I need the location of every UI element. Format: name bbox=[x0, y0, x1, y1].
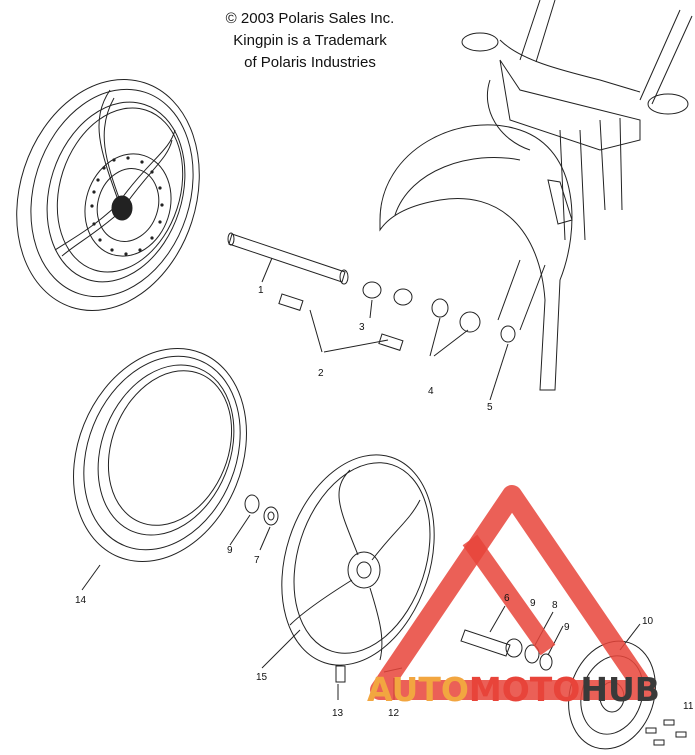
callout-2: 2 bbox=[318, 368, 324, 379]
callout-11: 11 bbox=[683, 701, 694, 712]
copyright-notice: © 2003 Polaris Sales Inc. Kingpin is a T… bbox=[160, 8, 460, 74]
callout-3: 3 bbox=[359, 322, 365, 333]
valve-stem-part-13 bbox=[335, 665, 346, 683]
nut-part-5 bbox=[500, 325, 516, 343]
leader-lines bbox=[81, 257, 641, 700]
bearings-parts-9-7 bbox=[244, 494, 279, 526]
watermark-triangle bbox=[370, 485, 655, 700]
callout-10: 10 bbox=[642, 616, 654, 627]
svg-text:AUTOMOTOHUB: AUTOMOTOHUB bbox=[367, 670, 660, 709]
callout-14: 14 bbox=[75, 595, 87, 606]
watermark-auto: AUTO bbox=[367, 670, 469, 709]
hub-parts-6-8-9 bbox=[460, 629, 553, 671]
fork-and-handlebar-assembly bbox=[461, 0, 693, 331]
watermark-hub: HUB bbox=[580, 670, 660, 709]
tire-part-14 bbox=[73, 347, 247, 563]
callout-8: 8 bbox=[552, 600, 558, 611]
callout-5: 5 bbox=[487, 402, 493, 413]
callout-12: 12 bbox=[388, 708, 400, 719]
callout-9-left: 9 bbox=[227, 545, 233, 556]
watermark-inner-stroke bbox=[462, 534, 556, 656]
copyright-line-3: of Polaris Industries bbox=[244, 54, 376, 71]
front-fender bbox=[379, 124, 573, 391]
copyright-line-1: © 2003 Polaris Sales Inc. bbox=[225, 10, 395, 27]
callout-9-right: 9 bbox=[564, 622, 570, 633]
copyright-line-2: Kingpin is a Trademark bbox=[233, 32, 387, 49]
axle-shaft-part-1 bbox=[227, 232, 349, 285]
callout-4: 4 bbox=[428, 386, 434, 397]
axle-bolts-part-2 bbox=[278, 293, 404, 351]
disc-bolts-part-11 bbox=[645, 719, 687, 746]
spacers-part-3-4 bbox=[362, 281, 481, 333]
callout-7: 7 bbox=[254, 555, 260, 566]
callout-13: 13 bbox=[332, 708, 344, 719]
wheel-rim-part-15 bbox=[281, 454, 435, 666]
callout-6: 6 bbox=[504, 593, 510, 604]
callout-15: 15 bbox=[256, 672, 268, 683]
watermark-moto: MOTO bbox=[469, 670, 580, 709]
assembled-brake-disc bbox=[84, 153, 172, 257]
automotohub-watermark: AUTOMOTOHUB bbox=[367, 485, 660, 709]
callout-1: 1 bbox=[258, 285, 264, 296]
callout-9-hub: 9 bbox=[530, 598, 536, 609]
assembled-front-wheel bbox=[16, 79, 200, 311]
